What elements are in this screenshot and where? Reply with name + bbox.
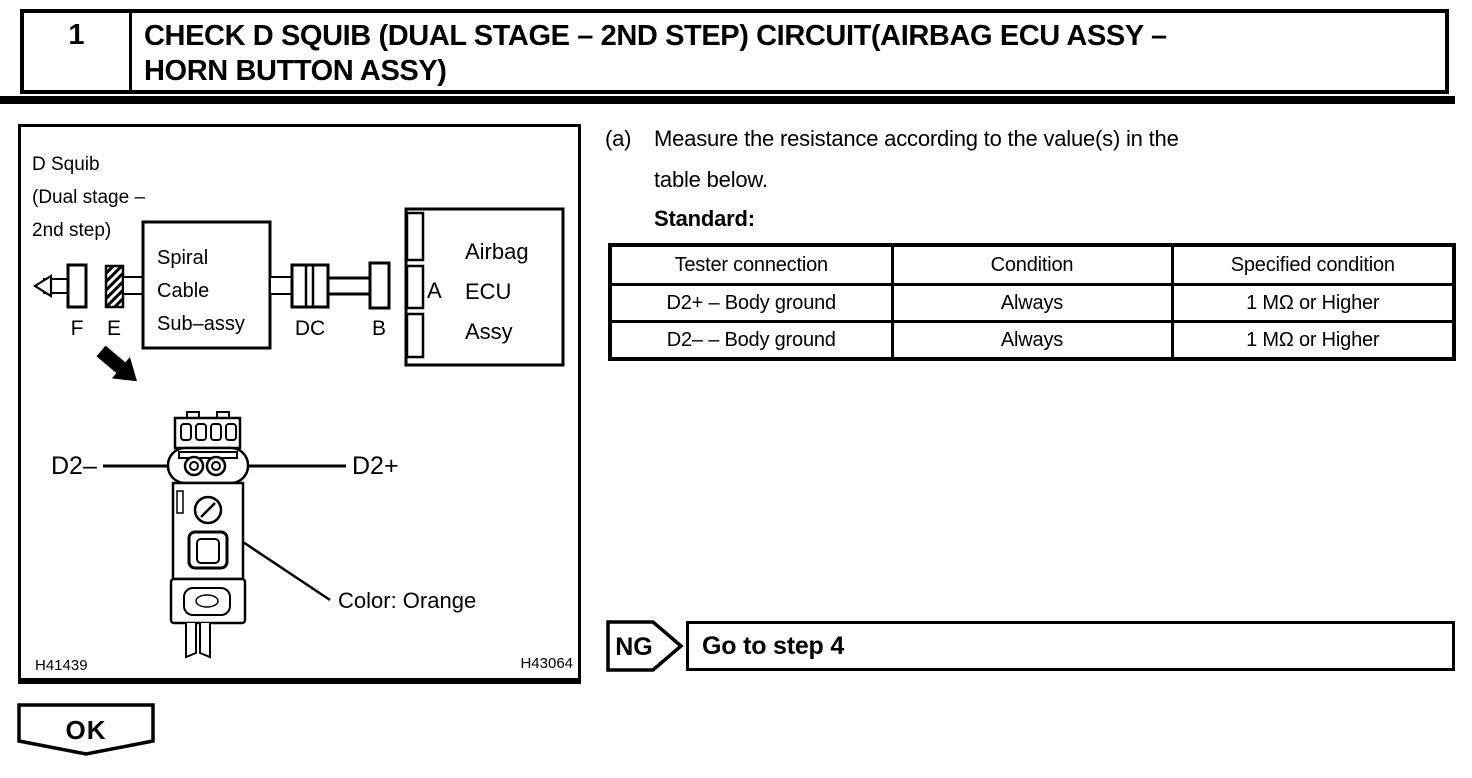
instruction-text-line1: Measure the resistance according to the … — [654, 126, 1179, 151]
instruction-text-line2: table below. — [654, 167, 768, 192]
connector-e-shape — [104, 264, 125, 309]
step-header: 1 CHECK D SQUIB (DUAL STAGE – 2ND STEP) … — [20, 9, 1449, 94]
terminal-positive-label: D2+ — [352, 452, 399, 480]
detail-arrow-icon — [96, 345, 138, 382]
instruction-step-letter: (a) — [605, 126, 632, 151]
ng-action-box: Go to step 4 — [686, 621, 1455, 671]
terminal-negative-label: D2– — [51, 452, 97, 480]
ok-badge: OK — [17, 703, 155, 756]
cell-tester-connection: D2– – Body ground — [608, 320, 894, 361]
table-row: D2+ – Body ground Always 1 MΩ or Higher — [608, 283, 1456, 323]
connector-b-label: B — [372, 317, 386, 340]
ok-badge-label: OK — [66, 715, 107, 745]
spiral-label-line3: Sub–assy — [157, 313, 245, 335]
figure-box: D Squib (Dual stage – 2nd step) — [18, 124, 581, 684]
connector-detail-drawing — [103, 411, 346, 659]
cell-condition: Always — [890, 283, 1174, 323]
ecu-label-line1: Airbag — [465, 239, 529, 264]
col-header-condition: Condition — [890, 243, 1174, 286]
ng-action-label: Go to step 4 — [702, 631, 845, 660]
connector-f-label: F — [71, 317, 84, 340]
figure-code-right: H43064 — [520, 655, 573, 672]
wire-end-arrow-icon — [32, 274, 53, 298]
cell-specified-condition: 1 MΩ or Higher — [1170, 320, 1456, 361]
table-header-row: Tester connection Condition Specified co… — [608, 243, 1456, 286]
ng-badge: NG — [606, 620, 684, 672]
step-number: 1 — [24, 13, 132, 90]
step-title-line2: HORN BUTTON ASSY) — [144, 55, 447, 87]
col-header-tester-connection: Tester connection — [608, 243, 894, 286]
header-rule — [0, 96, 1455, 104]
ng-badge-shape — [606, 620, 684, 672]
ng-badge-label: NG — [615, 633, 653, 661]
dsquib-label-line2: (Dual stage – — [32, 187, 145, 208]
color-callout-line — [242, 540, 331, 602]
spiral-label-line1: Spiral — [157, 247, 208, 269]
connector-e-label: E — [107, 317, 121, 340]
ecu-label-line3: Assy — [465, 319, 513, 344]
spiral-label-line2: Cable — [157, 280, 209, 302]
connector-f-shape — [66, 263, 88, 309]
step-title: CHECK D SQUIB (DUAL STAGE – 2ND STEP) CI… — [132, 13, 1445, 90]
cell-specified-condition: 1 MΩ or Higher — [1170, 283, 1456, 323]
ok-badge-shape — [17, 703, 155, 756]
connector-dc-label: DC — [295, 317, 325, 340]
dsquib-label-line3: 2nd step) — [32, 220, 111, 241]
connector-b-shape — [368, 261, 391, 310]
wiring-diagram — [32, 207, 565, 367]
step-title-line1: CHECK D SQUIB (DUAL STAGE – 2ND STEP) CI… — [144, 20, 1167, 52]
table-row: D2– – Body ground Always 1 MΩ or Higher — [608, 320, 1456, 361]
dsquib-label-line1: D Squib — [32, 154, 100, 175]
schematic-svg: D Squib (Dual stage – 2nd step) — [32, 154, 573, 674]
airbag-ecu-box — [404, 207, 565, 367]
cell-tester-connection: D2+ – Body ground — [608, 283, 894, 323]
resistance-table: Tester connection Condition Specified co… — [608, 243, 1456, 361]
connector-a-label: A — [427, 278, 442, 303]
connector-dc-shape — [290, 263, 330, 309]
color-note: Color: Orange — [338, 588, 476, 613]
standard-label: Standard: — [654, 206, 755, 231]
cell-condition: Always — [890, 320, 1174, 361]
ecu-label-line2: ECU — [465, 279, 511, 304]
figure-code-left: H41439 — [35, 657, 88, 674]
col-header-specified-condition: Specified condition — [1170, 243, 1456, 286]
